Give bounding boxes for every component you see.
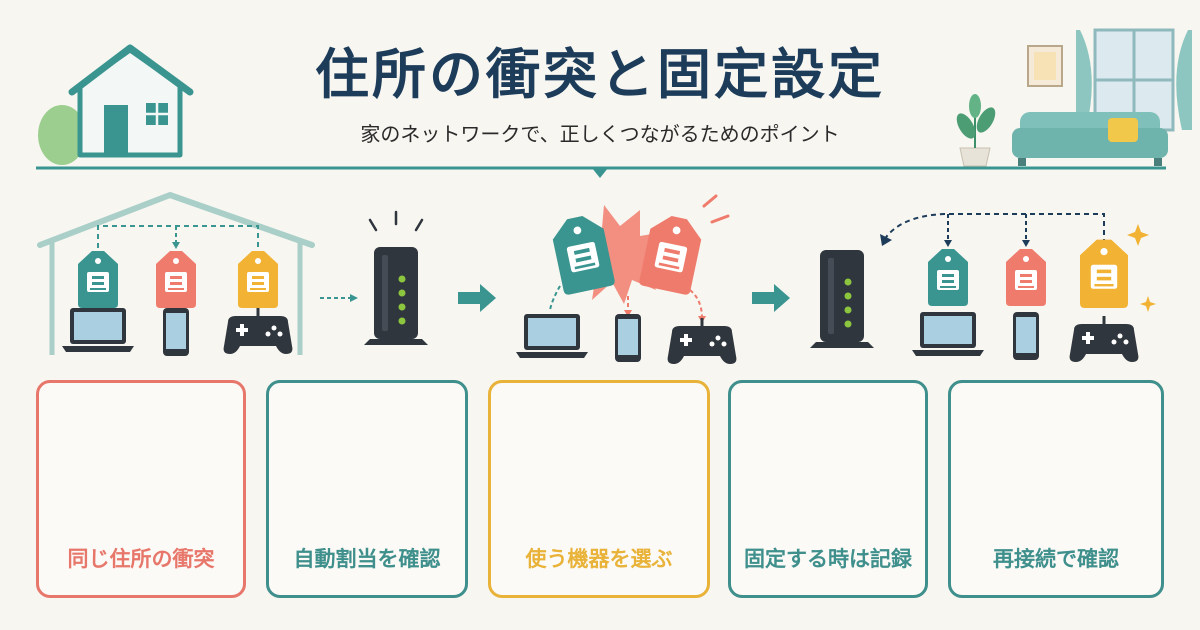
card-label: 自動割当を確認 — [293, 547, 441, 571]
dashed-link — [97, 225, 259, 248]
window-icon — [1027, 28, 1192, 132]
laptop-icon — [912, 312, 984, 356]
router-icon — [364, 247, 428, 345]
tag-icon — [1080, 239, 1128, 308]
card-select-devices: 使う機器を選ぶ — [488, 380, 710, 598]
card-conflict: 同じ住所の衝突 — [36, 380, 246, 598]
gamepad-icon — [666, 316, 738, 366]
arrow-right-icon — [458, 284, 496, 312]
gamepad-icon — [1068, 314, 1140, 364]
tag-icon — [1006, 249, 1046, 306]
card-auto-assign: 自動割当を確認 — [266, 380, 468, 598]
tag-icon — [78, 251, 118, 308]
card-label: 再接続で確認 — [993, 547, 1119, 571]
card-record-fixed: 固定する時は記録 — [728, 380, 928, 598]
plant-icon — [956, 94, 996, 167]
gamepad-icon — [222, 306, 294, 356]
laptop-icon — [516, 314, 588, 358]
phone-icon — [163, 308, 189, 356]
tag-icon — [238, 251, 278, 308]
phone-icon — [1013, 312, 1039, 360]
sparkle-icon — [1127, 224, 1149, 246]
card-label: 使う機器を選ぶ — [525, 547, 673, 571]
tag-icon — [638, 212, 705, 296]
tag-icon — [156, 251, 196, 308]
card-label: 固定する時は記録 — [744, 547, 912, 571]
phone-icon — [615, 314, 641, 362]
sofa-icon — [1012, 112, 1168, 166]
house-outline — [37, 192, 315, 355]
arrow-right-icon — [752, 284, 790, 312]
page-title: 住所の衝突と固定設定 — [315, 43, 885, 106]
card-reconnect-check: 再接続で確認 — [948, 380, 1164, 598]
page-subtitle: 家のネットワークで、正しくつながるためのポイント — [360, 122, 840, 146]
tag-icon — [928, 249, 968, 306]
house-icon — [38, 44, 194, 165]
sparkle-icon — [1140, 296, 1156, 312]
router-icon — [810, 250, 874, 348]
laptop-icon — [62, 308, 134, 352]
card-label: 同じ住所の衝突 — [67, 547, 215, 571]
